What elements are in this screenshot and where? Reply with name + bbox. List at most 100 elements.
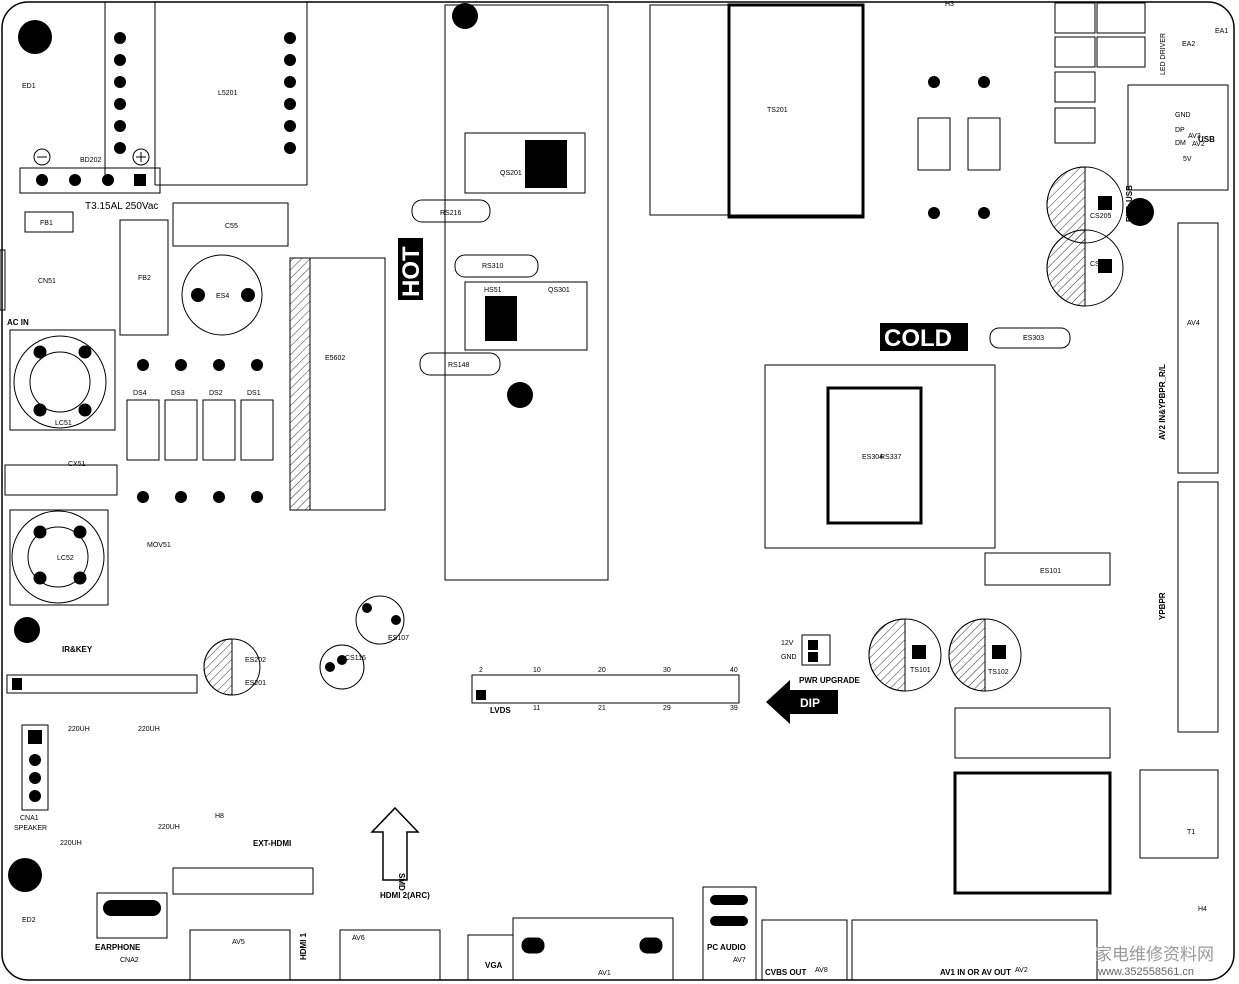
heatsink-hs02: ES101 <box>984 552 1111 586</box>
svg-text:ES4: ES4 <box>216 293 229 300</box>
diodes-secondary <box>917 117 1001 171</box>
label-h8: H8 <box>215 813 224 820</box>
av6-label: AV6 <box>352 935 365 942</box>
svg-text:ES101: ES101 <box>1040 568 1061 575</box>
label-ds2: DS2 <box>209 390 223 397</box>
svg-text:TS102: TS102 <box>988 669 1009 676</box>
inductor-label-4: 220UH <box>60 840 82 847</box>
label-lc52: LC52 <box>57 555 74 562</box>
filter-lc51 <box>9 329 116 431</box>
label-qs301: QS301 <box>548 287 570 294</box>
cap-es102: TS102 <box>948 618 1022 692</box>
choke-l5201: L5201 <box>114 32 296 154</box>
svg-text:ES202: ES202 <box>245 657 266 664</box>
label-l5201: L5201 <box>218 90 238 97</box>
hdmi2-label: HDMI 2(ARC) <box>380 891 430 900</box>
vga-label: VGA <box>485 961 503 970</box>
cap-e5602: E5602 <box>289 257 386 511</box>
ac-in-label: AC IN <box>7 318 29 327</box>
label-fb1: FB1 <box>40 220 53 227</box>
right-av-bank <box>1139 222 1219 859</box>
lvds-pin: 29 <box>663 705 671 712</box>
cvbs-out-label: CVBS OUT <box>765 968 806 977</box>
label-qs201: QS201 <box>500 170 522 177</box>
pwr-pin-gnd: GND <box>781 654 797 661</box>
resistors-hot <box>411 199 539 376</box>
label-cn51: CN51 <box>38 278 56 285</box>
usb-pin-gnd: GND <box>1175 112 1191 119</box>
hot-marker: HOT <box>398 238 425 300</box>
av-in-label: AV1 IN OR AV OUT <box>940 968 1011 977</box>
led-driver-label: LED DRIVER <box>1160 33 1167 75</box>
led-driver-headers <box>1054 2 1229 191</box>
cold-marker: COLD <box>880 323 968 352</box>
cap-es303: CS205 <box>1046 166 1124 244</box>
svg-text:ES201: ES201 <box>245 680 266 687</box>
label-ds1: DS1 <box>247 390 261 397</box>
usb-pin-5v: 5V <box>1183 156 1192 163</box>
dip-label: DIP <box>800 696 820 710</box>
inductor-label-2: 220UH <box>138 726 160 733</box>
av1-label: AV1 <box>598 970 611 977</box>
filter-lc52 <box>9 509 109 606</box>
tuner-module <box>953 707 1112 895</box>
av8-label: AV8 <box>815 967 828 974</box>
label-lc51: LC51 <box>55 420 72 427</box>
lvds-pin: 30 <box>663 667 671 674</box>
rca-bank <box>761 919 1098 981</box>
lvds-pin: 21 <box>598 705 606 712</box>
label-rs148: RS148 <box>448 362 470 369</box>
cap-es101: TS101 <box>868 618 942 692</box>
lvds-pin: 11 <box>533 705 540 712</box>
label-ds4: DS4 <box>133 390 147 397</box>
usb-pin-dp: DP <box>1175 127 1185 134</box>
label-bd202: BD202 <box>80 157 102 164</box>
lvds-pin: 2 <box>479 667 483 674</box>
watermark-cn: 家电维修资料网 <box>1095 945 1214 964</box>
speaker-connector <box>21 724 49 811</box>
label-rs310: RS310 <box>482 263 504 270</box>
svg-text:ES304: ES304 <box>862 454 883 461</box>
lvds-pin: 40 <box>730 667 738 674</box>
ext-hdmi-header <box>172 867 314 895</box>
svg-text:COLD: COLD <box>884 325 952 352</box>
lvds-pin: 39 <box>730 705 738 712</box>
cap-es4: ES4 <box>181 254 263 336</box>
svg-text:CS205: CS205 <box>1090 213 1112 220</box>
resistor-rs337 <box>989 327 1071 349</box>
ir-key-connector <box>6 674 198 694</box>
svg-text:TS101: TS101 <box>910 667 931 674</box>
svg-text:CS116: CS116 <box>345 655 366 662</box>
speaker-label: SPEAKER <box>14 825 47 832</box>
av2-label: AV2 <box>1015 967 1028 974</box>
cap-ed2: ES107 <box>355 595 409 645</box>
diode-pins <box>137 359 263 503</box>
label-c55: C55 <box>225 223 238 230</box>
label-cx51: CX51 <box>68 461 86 468</box>
transformer-ts201: TS201 <box>767 107 788 114</box>
diodes-secondary-pins <box>928 76 990 219</box>
pc-audio-label: PC AUDIO <box>707 943 746 952</box>
pwr-upgrade-header <box>801 634 831 666</box>
watermark-url: www.352558561.cn <box>1097 966 1194 978</box>
svg-text:TS201: TS201 <box>767 107 788 114</box>
ext-hdmi-label: EXT-HDMI <box>253 839 291 848</box>
ypbpr-label: YPBPR <box>1158 592 1167 620</box>
hole-h4: ED1 <box>22 83 36 90</box>
usb-label: USB <box>1198 135 1215 144</box>
label-ds3: DS3 <box>171 390 185 397</box>
fuse-rating: T3.15AL 250Vac <box>85 201 158 212</box>
mosfet-qs301 <box>485 296 517 341</box>
bridge-bd202: BD202 <box>33 148 150 186</box>
hole-h3: ED2 <box>22 917 36 924</box>
transformer-ts101: ES304 RS337 <box>764 364 996 549</box>
label-fb2: FB2 <box>138 275 151 282</box>
label-rs337: ES303 <box>1023 335 1044 342</box>
cna1-label: CNA1 <box>20 815 39 822</box>
smd-arrow <box>370 806 420 881</box>
cap-es304: CS206 <box>1046 229 1124 307</box>
ir-key-label: IR&KEY <box>62 645 93 654</box>
cap-ea1: ES202 ES201 <box>203 638 266 696</box>
av5-label: AV5 <box>232 939 245 946</box>
